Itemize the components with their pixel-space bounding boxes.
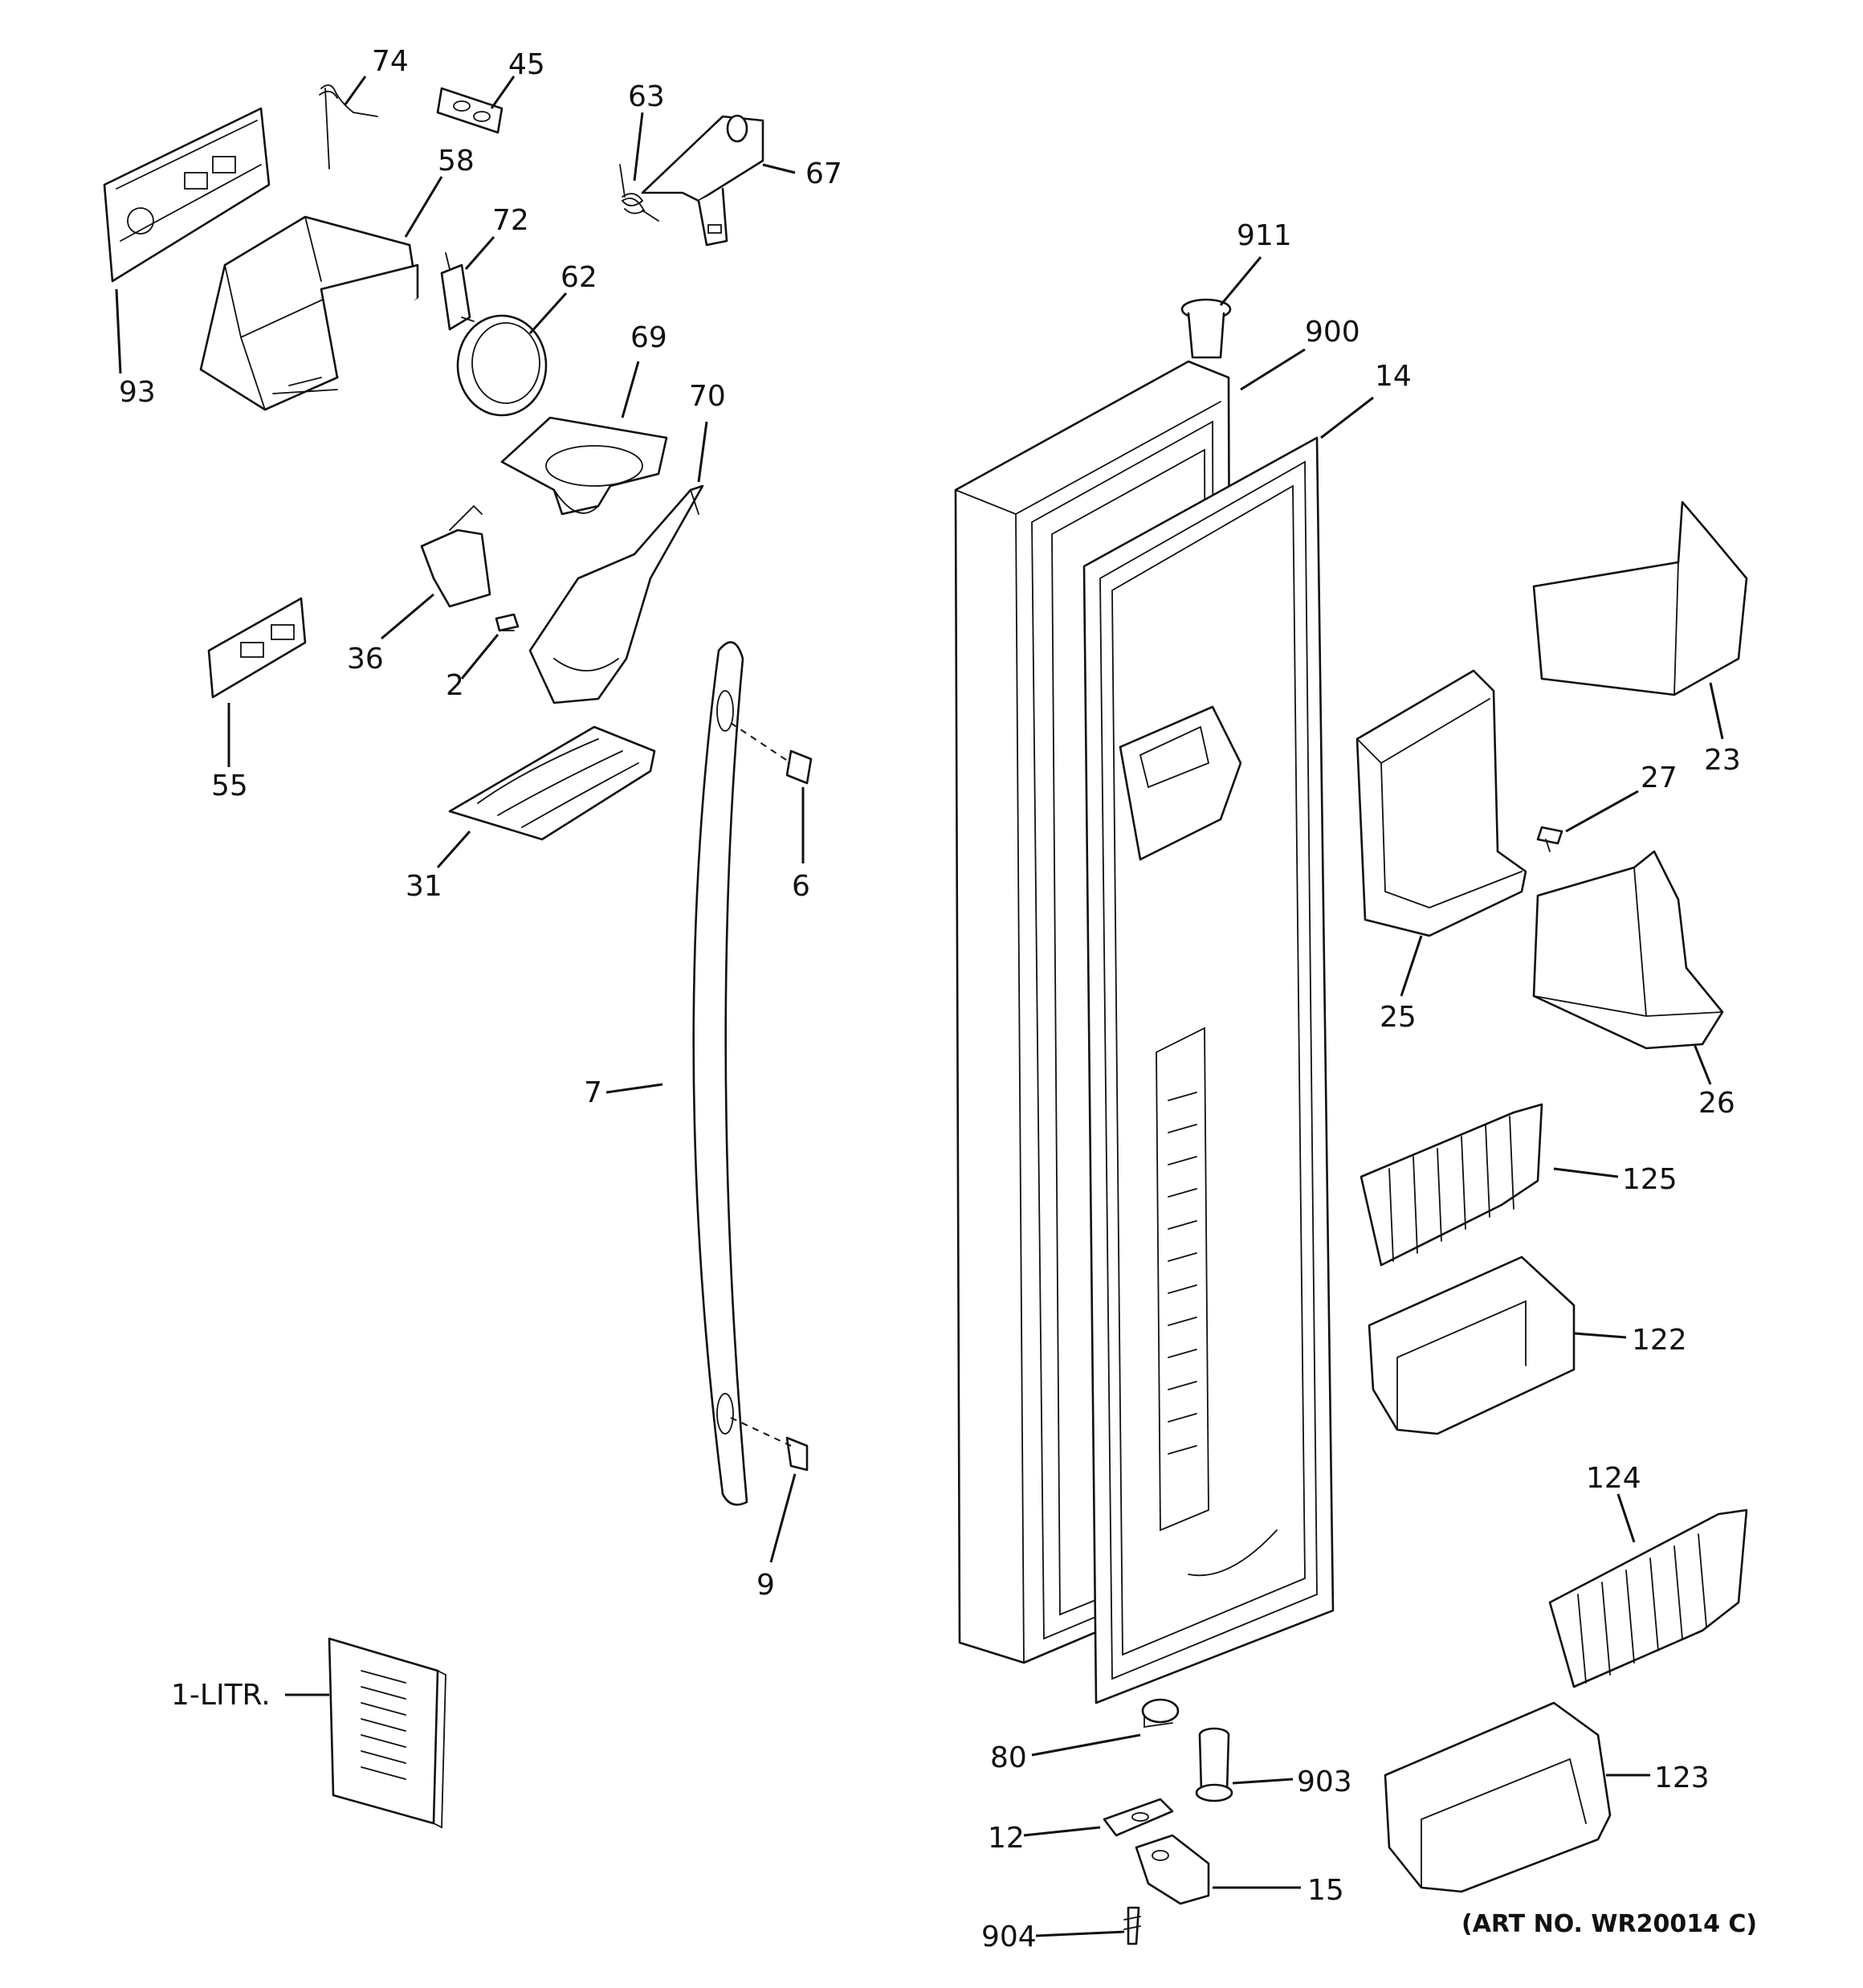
callout-903: 903 — [1297, 1766, 1352, 1798]
part-62-ring — [456, 314, 548, 417]
part-15-hinge — [1135, 1834, 1210, 1905]
part-70-chute — [528, 484, 704, 704]
callout-63: 63 — [628, 80, 665, 113]
part-123-bin — [1384, 1701, 1612, 1893]
part-14-gasket — [1082, 436, 1335, 1704]
part-36-bracket — [420, 504, 491, 608]
part-1-literature — [328, 1637, 446, 1829]
part-25-bin-frame — [1355, 669, 1527, 937]
part-45-bracket — [436, 87, 503, 134]
callout-58: 58 — [438, 145, 475, 178]
callout-72: 72 — [492, 204, 529, 237]
callout-12: 12 — [988, 1822, 1025, 1855]
callout-15: 15 — [1307, 1874, 1344, 1907]
callout-123: 123 — [1654, 1761, 1710, 1794]
part-6-screw — [785, 749, 813, 785]
part-26-bin — [1532, 850, 1724, 1050]
callout-2: 2 — [446, 669, 464, 702]
part-904-screw — [1123, 1906, 1141, 1945]
callout-14: 14 — [1375, 360, 1412, 393]
part-63-spring — [619, 164, 659, 222]
callout-74: 74 — [372, 45, 409, 78]
callout-80: 80 — [990, 1741, 1027, 1774]
callout-45: 45 — [508, 48, 545, 81]
callout-9: 9 — [756, 1569, 775, 1602]
part-903-pin — [1195, 1727, 1233, 1802]
part-12-shim — [1103, 1798, 1174, 1837]
callout-93: 93 — [119, 376, 156, 409]
callout-124: 124 — [1586, 1462, 1641, 1495]
part-125-wire-basket — [1360, 1103, 1543, 1267]
callout-26: 26 — [1698, 1087, 1735, 1120]
callout-25: 25 — [1380, 1001, 1417, 1034]
callout-122: 122 — [1632, 1324, 1687, 1357]
callout-125: 125 — [1622, 1163, 1678, 1196]
part-74-spring — [319, 84, 378, 169]
art-number: (ART NO. WR20014 C) — [1461, 1910, 1757, 1938]
callout-904: 904 — [981, 1921, 1037, 1953]
callout-27: 27 — [1641, 761, 1678, 794]
callout-67: 67 — [805, 157, 842, 190]
callout-62: 62 — [561, 261, 597, 294]
part-7-handle — [692, 641, 748, 1506]
callout-7: 7 — [584, 1076, 602, 1109]
part-55-circuit-board — [207, 597, 307, 699]
part-72-switch — [440, 252, 475, 331]
part-9-screw — [785, 1436, 809, 1472]
leader-lines — [115, 76, 1724, 1937]
part-911-bushing — [1180, 298, 1232, 359]
callout-900: 900 — [1305, 316, 1360, 349]
part-67-solenoid — [641, 114, 764, 247]
callout-6: 6 — [792, 870, 810, 903]
door-liner-details — [1119, 705, 1278, 1577]
callout-36: 36 — [347, 643, 384, 676]
callout-23: 23 — [1704, 744, 1741, 777]
part-31-drip-tray — [448, 725, 656, 841]
callout-69: 69 — [630, 321, 667, 354]
callout-70: 70 — [689, 380, 726, 413]
part-122-bin — [1368, 1255, 1576, 1435]
part-93-control-panel — [103, 107, 271, 283]
callout-1-litr: 1-LITR. — [171, 1679, 271, 1712]
part-23-bin-cover — [1532, 500, 1748, 696]
callout-911: 911 — [1237, 219, 1292, 252]
part-27-screw — [1536, 826, 1563, 852]
part-58-dispenser-housing — [199, 215, 419, 411]
part-124-wire-basket — [1548, 1508, 1748, 1688]
part-69-funnel — [500, 416, 668, 516]
callout-55: 55 — [211, 769, 248, 802]
callout-31: 31 — [406, 870, 442, 903]
part-2-screw — [495, 613, 520, 632]
part-80-plug — [1141, 1698, 1180, 1729]
